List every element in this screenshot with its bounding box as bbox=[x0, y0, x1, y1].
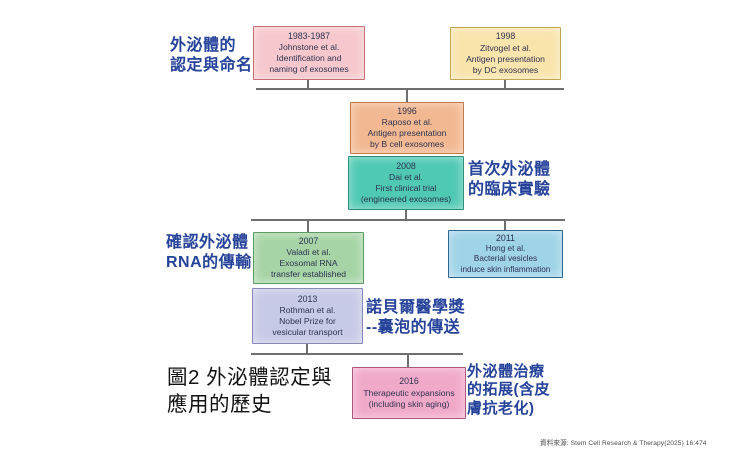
annotation-line: 膚抗老化) bbox=[467, 399, 535, 417]
event-line: Dai et al. bbox=[389, 172, 423, 183]
event-line: by DC exosomes bbox=[472, 64, 539, 75]
event-line: Johnstone et al. bbox=[278, 42, 340, 53]
event-line: transfer established bbox=[271, 269, 346, 280]
event-box-2007: 2007 Valadi et al. Exosomal RNA transfer… bbox=[253, 232, 364, 284]
annotation-line: 外泌體的 bbox=[170, 37, 237, 54]
connector-stub-1998 bbox=[504, 78, 506, 88]
event-box-2008: 2008 Dai et al. First clinical trial (en… bbox=[348, 156, 464, 210]
event-line: Valadi et al. bbox=[286, 247, 331, 258]
annotation-line: 諾貝爾醫學獎 bbox=[366, 299, 466, 316]
connector-stub-2016 bbox=[407, 353, 409, 367]
event-line: by B cell exosomes bbox=[369, 139, 445, 150]
source-citation: 資料來源: Stem Cell Research & Therapy(2025)… bbox=[540, 440, 707, 447]
event-box-2016: 2016 Therapeutic expansions (including s… bbox=[352, 367, 466, 419]
event-line: induce skin inflammation bbox=[460, 264, 551, 274]
event-line: Antigen presentation bbox=[367, 128, 447, 139]
event-year: 2016 bbox=[399, 376, 419, 387]
annotation-line: 的臨床實驗 bbox=[468, 180, 551, 198]
connector-stub-2007 bbox=[307, 219, 309, 232]
event-line: naming of exosomes bbox=[269, 64, 349, 75]
event-line: vesicular transport bbox=[272, 327, 343, 338]
event-line: Exosomal RNA bbox=[279, 258, 338, 269]
event-year: 2013 bbox=[297, 293, 318, 304]
event-box-1983: 1983-1987 Johnstone et al. Identificatio… bbox=[253, 26, 365, 80]
event-line: Nobel Prize for bbox=[279, 316, 336, 327]
connector-hline-top bbox=[256, 88, 564, 90]
event-year: 2011 bbox=[496, 232, 515, 243]
annotation-line: 的拓展(含皮 bbox=[467, 381, 550, 399]
event-year: 1983-1987 bbox=[287, 30, 331, 41]
event-line: Zitvogel et al. bbox=[479, 42, 532, 53]
annotation-clinical-trial: 首次外泌體的臨床實驗 bbox=[468, 160, 551, 199]
event-box-1998: 1998 Zitvogel et al. Antigen presentatio… bbox=[450, 27, 561, 80]
connector-hline-bottom bbox=[251, 353, 463, 355]
annotation-line: 確認外泌體 bbox=[166, 234, 249, 251]
event-box-2011: 2011 Hong et al. Bacterial vesicles indu… bbox=[448, 230, 563, 278]
connector-stub-1996 bbox=[406, 88, 408, 102]
annotation-naming: 外泌體的認定與命名 bbox=[170, 36, 253, 75]
annotation-nobel: 諾貝爾醫學獎 --囊泡的傳送 bbox=[366, 298, 465, 337]
annotation-line: 外泌體治療 bbox=[467, 363, 545, 380]
event-line: Rothman et al. bbox=[279, 305, 336, 316]
event-line: Identification and bbox=[276, 53, 342, 64]
annotation-line: 認定與命名 bbox=[170, 56, 253, 74]
event-line: First clinical trial bbox=[375, 183, 437, 194]
event-year: 1996 bbox=[397, 105, 417, 116]
connector-hline-middle bbox=[251, 219, 565, 221]
annotation-therapy: 外泌體治療的拓展(含皮膚抗老化) bbox=[467, 363, 550, 418]
figure-caption: 圖2 外泌體認定與應用的歷史 bbox=[167, 364, 332, 418]
event-year: 2008 bbox=[396, 160, 416, 171]
event-line: Raposo et al. bbox=[381, 117, 433, 128]
event-line: Antigen presentation bbox=[466, 53, 545, 64]
event-box-2013: 2013 Rothman et al. Nobel Prize for vesi… bbox=[252, 288, 363, 344]
connector-stub-2011 bbox=[504, 219, 506, 230]
caption-line: 圖2 外泌體認定與 bbox=[167, 366, 333, 389]
event-line: Hong et al. bbox=[485, 243, 526, 253]
connector-stub-1983 bbox=[307, 78, 309, 88]
annotation-line: RNA的傳輸 bbox=[166, 253, 252, 271]
event-year: 2007 bbox=[298, 235, 319, 246]
caption-line: 應用的歷史 bbox=[167, 393, 272, 417]
connector-stub-2013 bbox=[306, 342, 308, 353]
event-line: (engineered exosomes) bbox=[360, 194, 452, 205]
event-year: 1998 bbox=[495, 31, 516, 42]
event-line: Bacterial vesicles bbox=[473, 254, 538, 264]
connector-stub-2008 bbox=[405, 208, 407, 219]
event-line: Therapeutic expansions bbox=[363, 387, 455, 398]
annotation-line: --囊泡的傳送 bbox=[366, 318, 461, 336]
annotation-rna-transfer: 確認外泌體 RNA的傳輸 bbox=[166, 233, 252, 272]
annotation-line: 首次外泌體 bbox=[468, 161, 551, 178]
event-line: (including skin aging) bbox=[368, 398, 450, 409]
event-box-1996: 1996 Raposo et al. Antigen presentation … bbox=[350, 102, 464, 154]
